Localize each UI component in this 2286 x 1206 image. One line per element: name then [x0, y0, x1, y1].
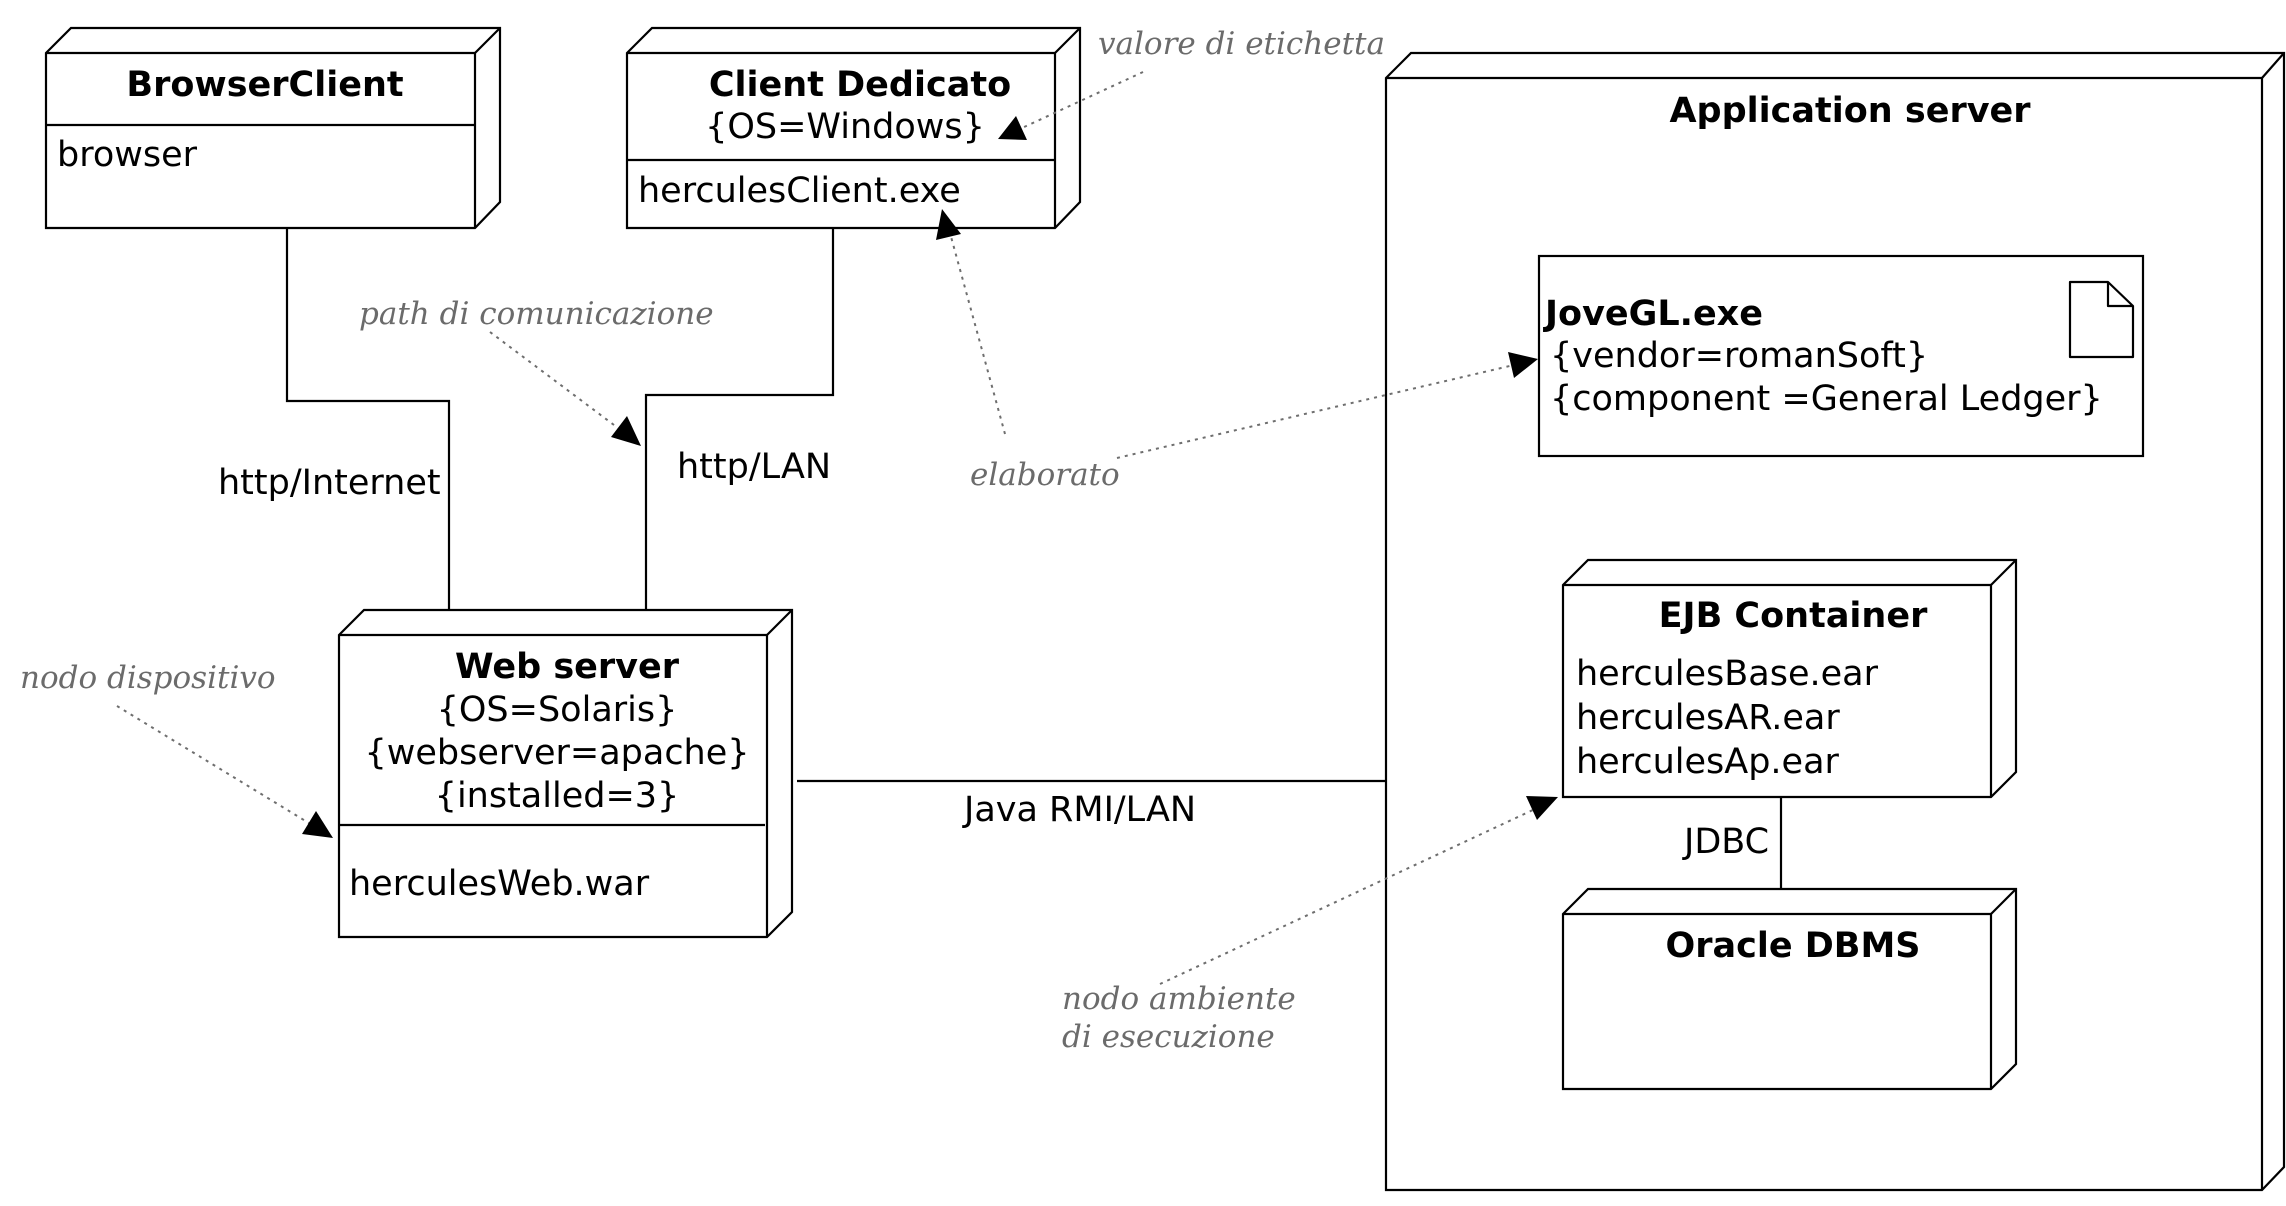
path-comunicazione-arrowhead [611, 416, 641, 446]
http-lan-label: http/LAN [677, 447, 831, 487]
valore-etichetta-annotation: valore di etichetta [1098, 26, 1385, 62]
client-dedicato-node[interactable]: Client Dedicato {OS=Windows} herculesCli… [625, 26, 1082, 230]
oracle-dbms-node[interactable]: Oracle DBMS [1561, 887, 2018, 1091]
nodo-dispositivo-annotation: nodo dispositivo [20, 660, 276, 696]
web-server-tag-os: {OS=Solaris} [437, 690, 678, 730]
jovegl-artifact[interactable]: JoveGL.exe {vendor=romanSoft} {component… [1537, 254, 2145, 458]
jovegl-title: JoveGL.exe [1543, 294, 1763, 334]
nodo-dispositivo-arrowhead [302, 811, 333, 838]
browser-client-node[interactable]: BrowserClient browser [44, 26, 502, 230]
elaborato-jovegl-arrowhead [1508, 352, 1538, 378]
oracle-dbms-title: Oracle DBMS [1665, 926, 1920, 966]
browser-client-artifact: browser [57, 135, 198, 175]
web-server-node[interactable]: Web server {OS=Solaris} {webserver=apach… [337, 608, 794, 939]
application-server-title: Application server [1669, 91, 2031, 131]
web-server-title: Web server [455, 647, 680, 687]
elaborato-annotation: elaborato [970, 457, 1120, 493]
http-internet-path[interactable] [285, 228, 451, 610]
web-server-tag-installed: {installed=3} [435, 776, 680, 816]
http-internet-label: http/Internet [218, 463, 441, 503]
jdbc-label: JDBC [1682, 822, 1769, 862]
jovegl-tag-vendor: {vendor=romanSoft} [1550, 336, 1928, 376]
web-server-tag-webserver: {webserver=apache} [364, 733, 749, 773]
nodo-dispositivo-pointer [116, 705, 313, 826]
nodo-ambiente-arrowhead [1526, 796, 1558, 820]
valore-etichetta-pointer [1021, 71, 1144, 129]
path-comunicazione-annotation: path di comunicazione [359, 296, 714, 332]
java-rmi-label: Java RMI/LAN [962, 790, 1196, 830]
client-dedicato-artifact: herculesClient.exe [638, 171, 961, 211]
elaborato-client-arrowhead [936, 209, 961, 240]
http-lan-path[interactable] [644, 228, 835, 610]
client-dedicato-tag: {OS=Windows} [705, 107, 985, 147]
document-icon [2068, 280, 2135, 359]
nodo-ambiente-annotation-line2: di esecuzione [1062, 1019, 1275, 1055]
valore-etichetta-arrowhead [998, 116, 1027, 140]
ejb-container-title: EJB Container [1659, 596, 1928, 636]
browser-client-title: BrowserClient [126, 65, 403, 105]
ejb-artifact-ar: herculesAR.ear [1576, 698, 1840, 738]
ejb-artifact-base: herculesBase.ear [1576, 654, 1879, 694]
ejb-artifact-ap: herculesAp.ear [1576, 742, 1840, 782]
nodo-ambiente-pointer [1159, 808, 1536, 985]
elaborato-pointer-client [949, 232, 1006, 435]
jovegl-tag-component: {component =General Ledger} [1550, 379, 2103, 419]
client-dedicato-title: Client Dedicato [709, 65, 1011, 105]
web-server-artifact: herculesWeb.war [349, 864, 650, 904]
path-comunicazione-pointer [489, 331, 623, 432]
nodo-ambiente-annotation-line1: nodo ambiente [1062, 981, 1296, 1017]
ejb-container-node[interactable]: EJB Container herculesBase.ear herculesA… [1561, 558, 2018, 799]
